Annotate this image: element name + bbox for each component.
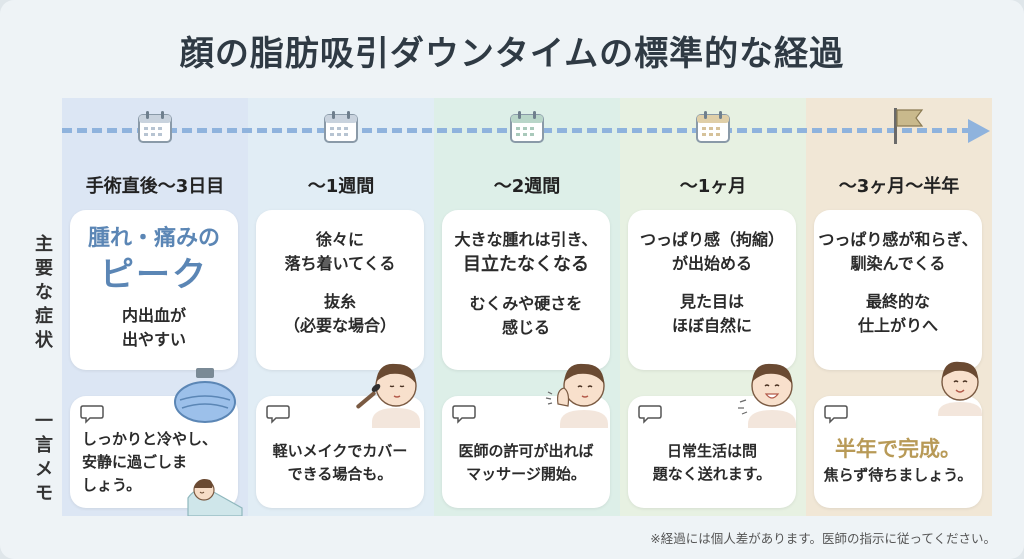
calendar-icon: [324, 111, 358, 143]
stage-label-4: 〜1ヶ月: [679, 176, 747, 197]
speech-bubble-icon: [80, 405, 104, 424]
stage-label-3: 〜2週間: [493, 176, 561, 197]
resting-person-illustration: [187, 479, 243, 516]
symptom-card-1: 腫れ・痛みの ピーク 内出血が 出やすい: [70, 210, 238, 370]
smiling-woman-illustration: [738, 363, 796, 428]
row-label-symptoms: 主 要 な 症 状: [35, 234, 53, 351]
stage-label-2: 〜1週間: [307, 176, 375, 197]
woman-touching-face-illustration: [545, 363, 608, 428]
stage-label-5: 〜3ヶ月〜半年: [838, 176, 960, 197]
row-label-memo: 一 言 メ モ: [35, 411, 53, 504]
calendar-icon: [696, 111, 730, 143]
woman-with-makeup-brush-illustration: [356, 363, 420, 428]
woman-final-result-illustration: [938, 361, 982, 416]
speech-bubble-icon: [638, 405, 662, 424]
speech-bubble-icon: [824, 405, 848, 424]
page-title: 顔の脂肪吸引ダウンタイムの標準的な経過: [179, 34, 845, 74]
calendar-icon: [510, 111, 544, 143]
symptom-card-5: つっぱり感が和らぎ、 馴染んでくる 最終的な 仕上がりへ: [814, 210, 982, 370]
flag-icon: [894, 108, 924, 144]
speech-bubble-icon: [266, 405, 290, 424]
ice-bag-icon: [174, 368, 236, 423]
symptom-card-3: 大きな腫れは引き、 目立たなくなる むくみや硬さを 感じる: [442, 210, 610, 370]
speech-bubble-icon: [452, 405, 476, 424]
symptom-card-2: 徐々に 落ち着いてくる 抜糸 （必要な場合）: [256, 210, 424, 370]
stage-label-1: 手術直後〜3日目: [85, 176, 225, 197]
symptom-card-4: つっぱり感（拘縮） が出始める 見た目は ほぼ自然に: [628, 210, 796, 370]
timeline-arrow-head: [968, 119, 990, 143]
calendar-icon: [138, 111, 172, 143]
footnote: ※経過には個人差があります。医師の指示に従ってください。: [650, 531, 996, 546]
